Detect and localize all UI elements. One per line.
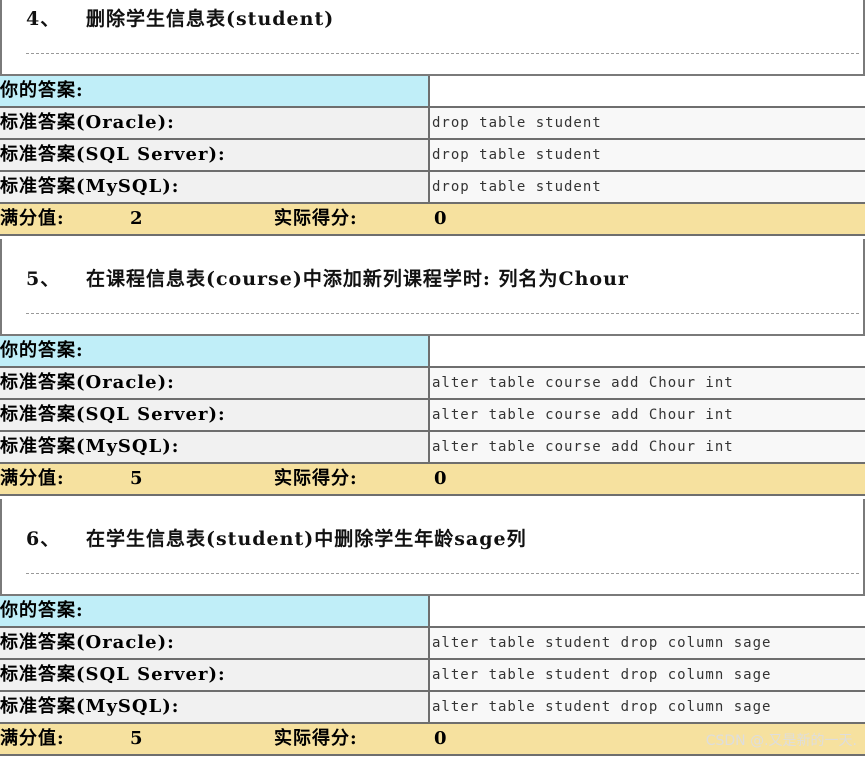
full-score-value: 5 — [130, 464, 144, 494]
answer-row-yours: 你的答案: — [0, 76, 865, 108]
full-score-value: 5 — [130, 724, 144, 754]
answer-value: drop table student — [430, 172, 865, 202]
answer-row-oracle: 标准答案(Oracle):drop table student — [0, 108, 865, 140]
answer-row-sqlserver: 标准答案(SQL Server):alter table student dro… — [0, 660, 865, 692]
answer-value: drop table student — [430, 108, 865, 138]
row-label: 标准答案(MySQL): — [0, 432, 430, 462]
answer-value: alter table student drop column sage — [430, 660, 865, 690]
row-label: 你的答案: — [0, 76, 430, 106]
answer-value: alter table student drop column sage — [430, 692, 865, 722]
full-score-label: 满分值: — [0, 724, 65, 754]
score-row: 满分值: 5 实际得分: 0 — [0, 464, 865, 496]
full-score-label: 满分值: — [0, 204, 65, 234]
question-header: 5、在课程信息表(course)中添加新列课程学时: 列名为Chour — [0, 239, 865, 336]
divider — [26, 313, 859, 314]
question-block: 4、删除学生信息表(student) 你的答案:标准答案(Oracle):dro… — [0, 0, 865, 236]
answer-value: drop table student — [430, 140, 865, 170]
row-label: 标准答案(Oracle): — [0, 108, 430, 138]
watermark: CSDN @.又是新的一天. — [706, 730, 857, 750]
divider — [26, 573, 859, 574]
answer-row-sqlserver: 标准答案(SQL Server):drop table student — [0, 140, 865, 172]
question-header: 6、在学生信息表(student)中删除学生年龄sage列 — [0, 499, 865, 596]
actual-score-value: 0 — [434, 464, 448, 494]
row-label: 标准答案(MySQL): — [0, 172, 430, 202]
actual-score-value: 0 — [434, 204, 448, 234]
question-title: 在课程信息表(course)中添加新列课程学时: 列名为Chour — [86, 268, 629, 290]
question-title: 删除学生信息表(student) — [86, 8, 334, 30]
answer-row-yours: 你的答案: — [0, 336, 865, 368]
question-header: 4、删除学生信息表(student) — [0, 0, 865, 76]
row-label: 你的答案: — [0, 336, 430, 366]
question-number: 5、 — [26, 264, 86, 291]
actual-score-label: 实际得分: — [274, 464, 358, 494]
score-row: 满分值: 2 实际得分: 0 — [0, 204, 865, 236]
full-score-label: 满分值: — [0, 464, 65, 494]
answer-value: alter table course add Chour int — [430, 368, 865, 398]
row-label: 标准答案(SQL Server): — [0, 660, 430, 690]
answer-row-yours: 你的答案: — [0, 596, 865, 628]
row-label: 标准答案(MySQL): — [0, 692, 430, 722]
row-label: 标准答案(SQL Server): — [0, 140, 430, 170]
answer-row-mysql: 标准答案(MySQL):drop table student — [0, 172, 865, 204]
actual-score-value: 0 — [434, 724, 448, 754]
answer-value: alter table course add Chour int — [430, 400, 865, 430]
answer-row-mysql: 标准答案(MySQL):alter table course add Chour… — [0, 432, 865, 464]
row-label: 标准答案(Oracle): — [0, 628, 430, 658]
question-title: 在学生信息表(student)中删除学生年龄sage列 — [86, 528, 527, 550]
question-number: 6、 — [26, 524, 86, 551]
row-label: 标准答案(SQL Server): — [0, 400, 430, 430]
answer-row-oracle: 标准答案(Oracle):alter table student drop co… — [0, 628, 865, 660]
question-block: 5、在课程信息表(course)中添加新列课程学时: 列名为Chour 你的答案… — [0, 239, 865, 496]
divider — [26, 53, 859, 54]
answer-value — [430, 76, 865, 106]
answer-value — [430, 596, 865, 626]
answer-value — [430, 336, 865, 366]
row-label: 标准答案(Oracle): — [0, 368, 430, 398]
actual-score-label: 实际得分: — [274, 724, 358, 754]
answer-value: alter table course add Chour int — [430, 432, 865, 462]
answer-row-sqlserver: 标准答案(SQL Server):alter table course add … — [0, 400, 865, 432]
answer-row-mysql: 标准答案(MySQL):alter table student drop col… — [0, 692, 865, 724]
row-label: 你的答案: — [0, 596, 430, 626]
question-block: 6、在学生信息表(student)中删除学生年龄sage列 你的答案:标准答案(… — [0, 499, 865, 756]
answer-row-oracle: 标准答案(Oracle):alter table course add Chou… — [0, 368, 865, 400]
actual-score-label: 实际得分: — [274, 204, 358, 234]
question-number: 4、 — [26, 4, 86, 31]
answer-value: alter table student drop column sage — [430, 628, 865, 658]
full-score-value: 2 — [130, 204, 144, 234]
